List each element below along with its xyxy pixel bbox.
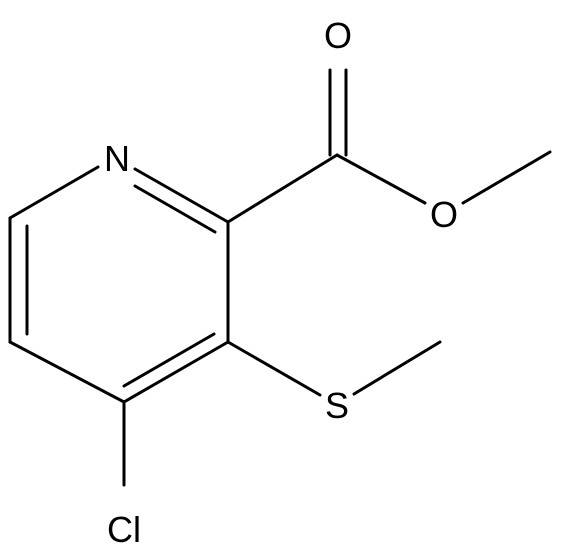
bond-c2-ccarbonyl xyxy=(226,153,339,224)
bond-c-oester xyxy=(335,153,427,205)
atom-label-n: N xyxy=(104,138,130,179)
bond-n-c2 xyxy=(133,167,230,224)
atom-label-o-carbonyl: O xyxy=(324,15,352,56)
atom-label-s: S xyxy=(325,385,349,426)
atom-labels: N O O S Cl xyxy=(104,15,458,550)
bond-n-c2-inner xyxy=(133,184,217,234)
bond-c6-n xyxy=(8,165,100,220)
atom-label-o-ester: O xyxy=(430,194,458,235)
bond-c3-s xyxy=(226,340,322,397)
bonds xyxy=(8,68,552,487)
atom-label-cl: Cl xyxy=(107,509,141,550)
bond-c4-c5 xyxy=(8,340,126,404)
bond-c3-c4 xyxy=(122,340,230,404)
bond-s-methyl xyxy=(352,340,442,396)
bond-c3-c4-inner xyxy=(122,332,216,388)
bond-o-methyl xyxy=(461,150,552,205)
